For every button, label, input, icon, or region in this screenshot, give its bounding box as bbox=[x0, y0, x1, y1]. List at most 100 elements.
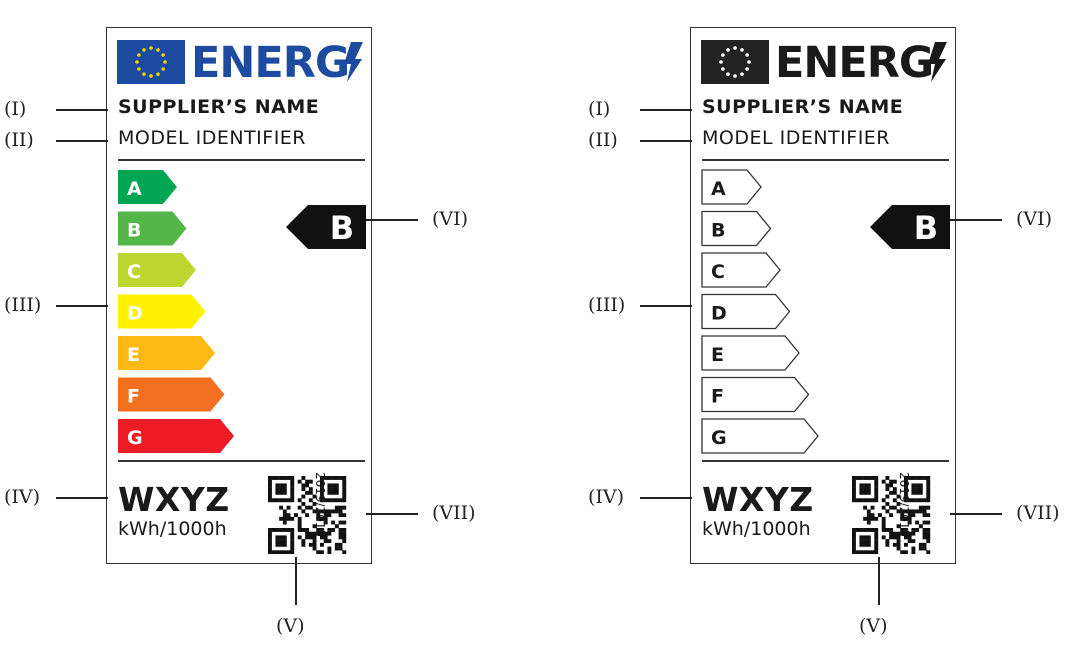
flag-star bbox=[740, 72, 744, 76]
energy-class-letter: A bbox=[711, 178, 726, 200]
qr-module bbox=[279, 505, 284, 510]
qr-module bbox=[926, 513, 931, 518]
qr-module bbox=[297, 524, 302, 529]
qr-module bbox=[331, 528, 336, 532]
qr-module bbox=[316, 513, 321, 518]
qr-module bbox=[852, 539, 856, 544]
flag-star bbox=[149, 74, 153, 78]
qr-module bbox=[301, 539, 306, 544]
qr-module bbox=[863, 487, 868, 492]
qr-module bbox=[275, 550, 280, 554]
qr-module bbox=[268, 528, 272, 532]
flag-star bbox=[747, 60, 751, 64]
flag-star bbox=[745, 53, 749, 57]
qr-module bbox=[915, 498, 920, 503]
qr-module bbox=[874, 539, 879, 544]
qr-module bbox=[892, 479, 897, 484]
qr-module bbox=[907, 539, 912, 544]
qr-module bbox=[342, 539, 347, 544]
qr-module bbox=[312, 524, 317, 529]
consumption-unit: kWh/1000h bbox=[702, 518, 811, 540]
qr-module bbox=[889, 505, 894, 510]
flag-star bbox=[149, 46, 153, 50]
qr-module bbox=[904, 483, 908, 488]
qr-module bbox=[338, 509, 343, 514]
annotation-model: (II) bbox=[588, 129, 618, 151]
qr-module bbox=[338, 520, 343, 525]
qr-module bbox=[342, 513, 347, 518]
qr-module bbox=[881, 528, 886, 532]
annotation-qr: (V) bbox=[859, 615, 888, 637]
qr-module bbox=[866, 509, 871, 514]
qr-module bbox=[290, 528, 295, 532]
qr-module bbox=[852, 490, 856, 495]
qr-module bbox=[859, 535, 864, 540]
qr-module bbox=[312, 535, 317, 540]
qr-module bbox=[279, 498, 284, 503]
qr-module bbox=[301, 509, 306, 514]
qr-module bbox=[338, 498, 343, 503]
qr-module bbox=[331, 520, 336, 525]
qr-module bbox=[855, 476, 860, 480]
leader-line-model bbox=[640, 140, 692, 142]
qr-module bbox=[874, 487, 879, 492]
qr-module bbox=[334, 546, 339, 551]
qr-module bbox=[312, 494, 317, 499]
qr-module bbox=[320, 494, 324, 499]
qr-module bbox=[301, 483, 306, 488]
qr-module bbox=[866, 535, 871, 540]
energy-class-letter: A bbox=[127, 178, 142, 200]
qr-module bbox=[275, 498, 280, 503]
qr-module bbox=[874, 531, 879, 536]
qr-module bbox=[863, 528, 868, 532]
flag-star bbox=[161, 53, 165, 57]
qr-module bbox=[870, 550, 875, 554]
energy-class-arrow-f: F bbox=[701, 376, 810, 413]
regulation-number: 2019/2015 bbox=[313, 472, 327, 538]
qr-module bbox=[896, 546, 901, 551]
qr-module bbox=[334, 505, 339, 510]
qr-module bbox=[282, 476, 287, 480]
qr-module bbox=[338, 535, 343, 540]
qr-module bbox=[323, 498, 328, 503]
qr-code-icon bbox=[268, 476, 347, 554]
flag-star bbox=[142, 48, 146, 52]
qr-module bbox=[305, 531, 310, 536]
qr-module bbox=[342, 487, 347, 492]
qr-module bbox=[863, 550, 868, 554]
qr-module bbox=[268, 490, 272, 495]
qr-module bbox=[282, 487, 287, 492]
qr-module bbox=[922, 535, 927, 540]
qr-module bbox=[342, 494, 347, 499]
qr-module bbox=[282, 490, 287, 495]
qr-module bbox=[282, 535, 287, 540]
qr-module bbox=[852, 550, 856, 554]
selected-class-letter: B bbox=[914, 209, 938, 247]
qr-module bbox=[320, 542, 324, 547]
qr-module bbox=[863, 539, 868, 544]
qr-module bbox=[926, 535, 931, 540]
qr-module bbox=[896, 494, 901, 499]
qr-module bbox=[327, 539, 332, 544]
qr-module bbox=[866, 550, 871, 554]
qr-module bbox=[918, 476, 923, 480]
qr-module bbox=[915, 520, 920, 525]
energy-class-letter: D bbox=[127, 303, 143, 325]
energy-label-card-mono: ENERG SUPPLIER’S NAME MODEL IDENTIFIER A… bbox=[690, 27, 956, 564]
qr-module bbox=[926, 487, 931, 492]
qr-module bbox=[282, 509, 287, 514]
qr-module bbox=[268, 498, 272, 503]
qr-module bbox=[874, 490, 879, 495]
qr-module bbox=[852, 546, 856, 551]
qr-module bbox=[892, 498, 897, 503]
qr-module bbox=[896, 539, 901, 544]
qr-module bbox=[275, 539, 280, 544]
qr-module bbox=[926, 494, 931, 499]
qr-module bbox=[279, 516, 284, 521]
qr-module bbox=[334, 498, 339, 503]
qr-module bbox=[312, 542, 317, 547]
qr-module bbox=[911, 546, 916, 551]
qr-module bbox=[863, 476, 868, 480]
qr-module bbox=[896, 542, 901, 547]
qr-module bbox=[904, 476, 908, 480]
